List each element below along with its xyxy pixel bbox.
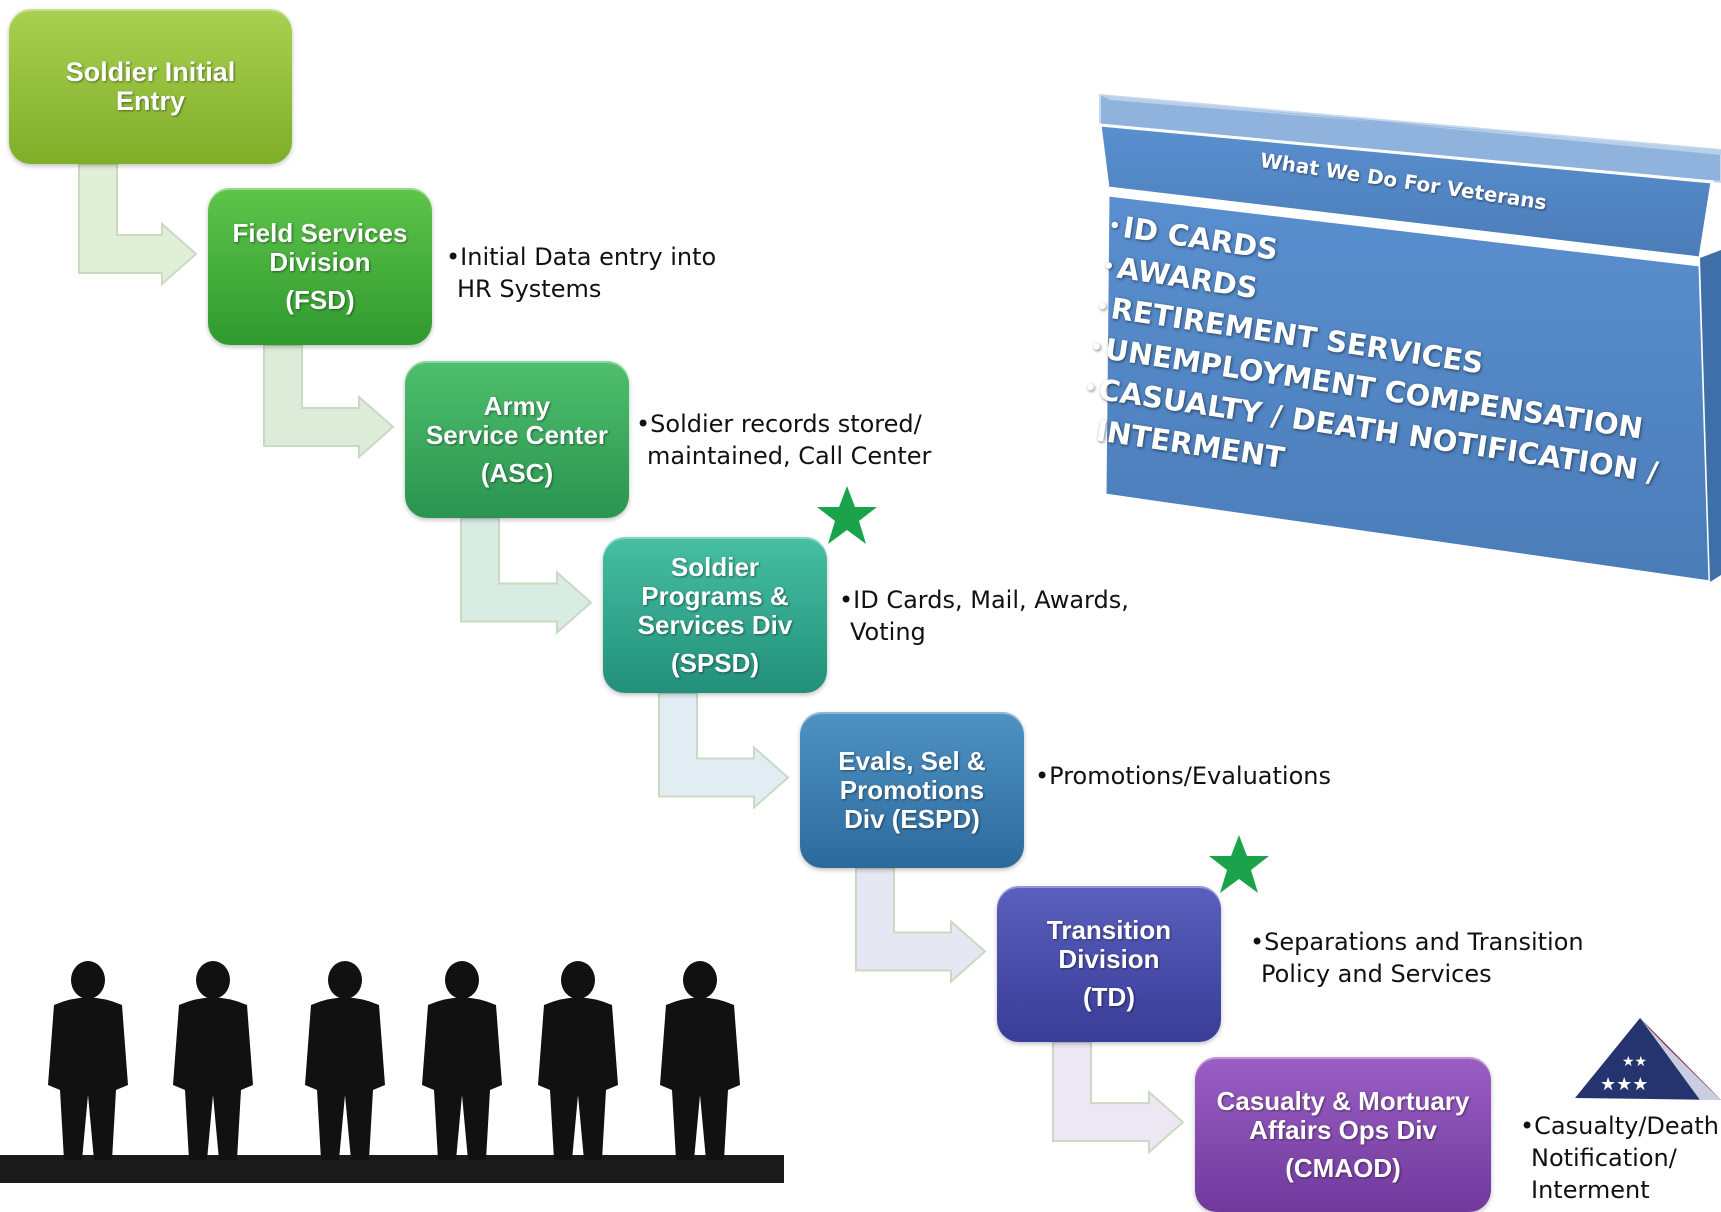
soldier-figure (538, 961, 618, 1160)
description-line: •Casualty/Death (1520, 1112, 1719, 1140)
step-label: Transition (1046, 915, 1172, 945)
step-label: Promotions (839, 774, 985, 805)
description-line: Interment (1531, 1176, 1650, 1204)
step-description-spsd: •ID Cards, Mail, Awards, Voting (839, 584, 1129, 648)
description-line: •Separations and Transition (1250, 928, 1584, 956)
step-label: Entry (115, 85, 186, 116)
step-label: Service Center (425, 419, 609, 450)
connector-arrow (78, 163, 198, 287)
step-description-espd: •Promotions/Evaluations (1035, 760, 1331, 792)
connector-arrows (78, 163, 1185, 1155)
connector-arrow (460, 517, 593, 635)
step-label: Evals, Sel & (838, 745, 986, 776)
star-icon (817, 486, 877, 544)
step-label: Field Services (232, 217, 408, 248)
connector-arrow (263, 344, 395, 460)
description-line: Voting (850, 618, 926, 646)
star-icon (1209, 835, 1269, 893)
step-label: Army (483, 390, 551, 421)
description-line: Notification/ (1531, 1144, 1677, 1172)
step-label: Soldier (670, 551, 760, 582)
description-line: Policy and Services (1261, 960, 1492, 988)
step-label: Division (269, 246, 371, 277)
step-abbreviation: (TD) (1083, 982, 1135, 1012)
step-abbreviation: (FSD) (285, 284, 355, 315)
folded-flag-icon: ★★★ ★★ (1575, 1018, 1721, 1100)
soldier-figure (422, 961, 502, 1160)
description-line: •ID Cards, Mail, Awards, (839, 586, 1129, 614)
description-line: •Initial Data entry into (446, 243, 717, 271)
step-label: Division (1058, 944, 1160, 974)
step-label: Programs & (641, 580, 789, 611)
step-abbreviation: (ASC) (480, 457, 554, 488)
connector-arrow (1052, 1041, 1185, 1155)
step-label: Div (ESPD) (844, 803, 980, 834)
soldier-figure (173, 961, 253, 1160)
soldier-figure (660, 961, 740, 1160)
step-label: Services Div (637, 609, 793, 640)
step-label: Casualty & Mortuary (1216, 1085, 1470, 1116)
svg-text:★★★: ★★★ (1600, 1074, 1648, 1095)
description-line: maintained, Call Center (647, 442, 932, 470)
description-line: •Promotions/Evaluations (1035, 762, 1331, 790)
soldier-figure (305, 961, 385, 1160)
soldiers-silhouette (0, 961, 784, 1183)
connector-arrow (658, 692, 790, 810)
description-line: HR Systems (457, 275, 602, 303)
step-abbreviation: (CMAOD) (1285, 1152, 1401, 1183)
step-description-fsd: •Initial Data entry into HR Systems (446, 241, 716, 305)
svg-text:★★: ★★ (1622, 1054, 1647, 1070)
step-abbreviation: (SPSD) (670, 647, 760, 678)
step-description-asc: •Soldier records stored/maintained, Call… (636, 408, 931, 472)
step-label: Soldier Initial (65, 56, 236, 87)
soldier-figure (48, 961, 128, 1160)
step-label: Affairs Ops Div (1249, 1114, 1437, 1145)
connector-arrow (855, 867, 987, 984)
description-line: •Soldier records stored/ (636, 410, 922, 438)
